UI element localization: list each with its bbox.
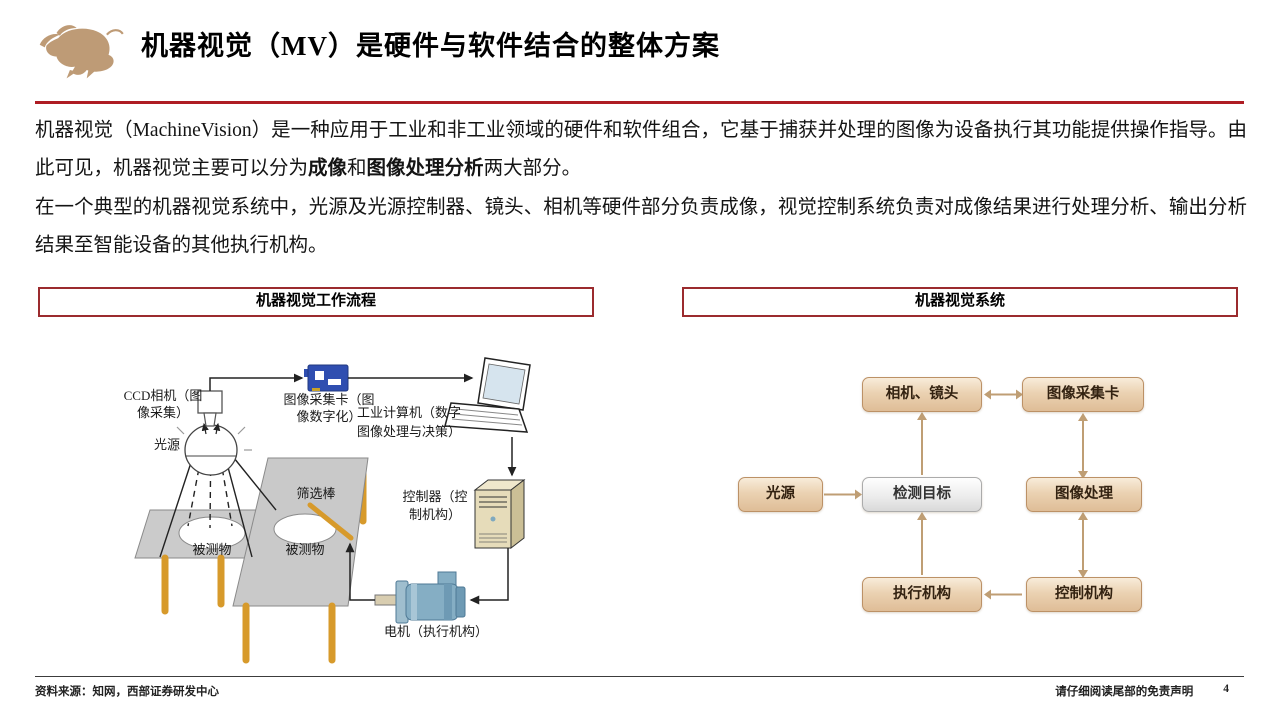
node-detection-target: 检测目标: [862, 477, 982, 512]
node-capture-card: 图像采集卡: [1022, 377, 1144, 412]
p1-text: 机器视觉（MachineVision）是一种应用于工业和非工业领域的硬件和软件组…: [35, 120, 1247, 179]
label-sorting-rod: 筛选棒: [296, 486, 335, 501]
node-light-source: 光源: [738, 477, 823, 512]
footer-divider: [35, 676, 1244, 677]
node-actuator: 执行机构: [862, 577, 982, 612]
sorting-rod: [307, 502, 354, 541]
camera-lens: [203, 412, 217, 427]
header-divider: [35, 101, 1244, 104]
industrial-computer-icon: [444, 357, 531, 433]
node-camera-lens: 相机、镜头: [862, 377, 982, 412]
source-note: 资料来源：知网，西部证券研发中心: [35, 686, 219, 698]
p1-bold-processing: 图像处理分析: [366, 158, 484, 179]
p1-bold-imaging: 成像: [308, 158, 348, 179]
label-computer-1: 工业计算机（数字: [357, 405, 461, 420]
label-ccd-camera-1: CCD相机（图: [124, 388, 203, 403]
page-title: 机器视觉（MV）是硬件与软件结合的整体方案: [141, 31, 720, 61]
controller-icon: [473, 478, 526, 550]
label-capture-card-1: 图像采集卡（图: [283, 392, 374, 407]
node-image-processing: 图像处理: [1026, 477, 1142, 512]
reflected-light-arrows: [201, 422, 221, 435]
light-source-icon: [184, 424, 238, 476]
label-controller-1: 控制器（控: [402, 489, 467, 504]
disclaimer-note: 请仔细阅读尾部的免责声明: [1055, 686, 1194, 698]
paragraph-2: 在一个典型的机器视觉系统中，光源及光源控制器、镜头、相机等硬件部分负责成像，视觉…: [35, 197, 1247, 256]
bull-logo-icon: [39, 25, 124, 79]
p1-text-mid: 和: [347, 158, 367, 179]
label-computer-2: 图像处理与决策）: [357, 424, 461, 439]
page-number: 4: [1223, 683, 1229, 695]
arrow-motor-to-rod: [345, 542, 375, 601]
node-control-mechanism: 控制机构: [1026, 577, 1142, 612]
system-flowchart: 相机、镜头 图像采集卡 光源 检测目标 图像处理 执行机构 控制机构: [682, 335, 1242, 670]
motor-icon: [374, 571, 466, 624]
label-object-left: 被测物: [192, 542, 231, 557]
label-ccd-camera-2: 像采集）: [137, 405, 189, 420]
label-capture-card-2: 像数字化）: [296, 409, 361, 424]
label-motor: 电机（执行机构）: [384, 624, 488, 639]
label-light-source: 光源: [154, 437, 180, 452]
table-legs: [161, 554, 336, 664]
flowchart-arrows: [824, 389, 1088, 600]
capture-card-icon: [304, 364, 349, 392]
left-panel-title: 机器视觉工作流程: [38, 287, 594, 317]
paragraph-1: 机器视觉（MachineVision）是一种应用于工业和非工业领域的硬件和软件组…: [35, 112, 1247, 188]
footer-right: 请仔细阅读尾部的免责声明 4: [1055, 683, 1229, 699]
p1-text-end: 两大部分。: [483, 158, 582, 179]
light-rays: [170, 426, 252, 451]
right-panel-title: 机器视觉系统: [682, 287, 1238, 317]
workflow-diagram: 被测物 被测物 光源 CCD相机（图 像采集）: [124, 357, 531, 664]
arrow-controller-to-motor: [469, 548, 509, 605]
label-controller-2: 制机构）: [409, 507, 461, 522]
label-object-right: 被测物: [285, 542, 324, 557]
arrow-camera-to-card: [209, 373, 304, 391]
